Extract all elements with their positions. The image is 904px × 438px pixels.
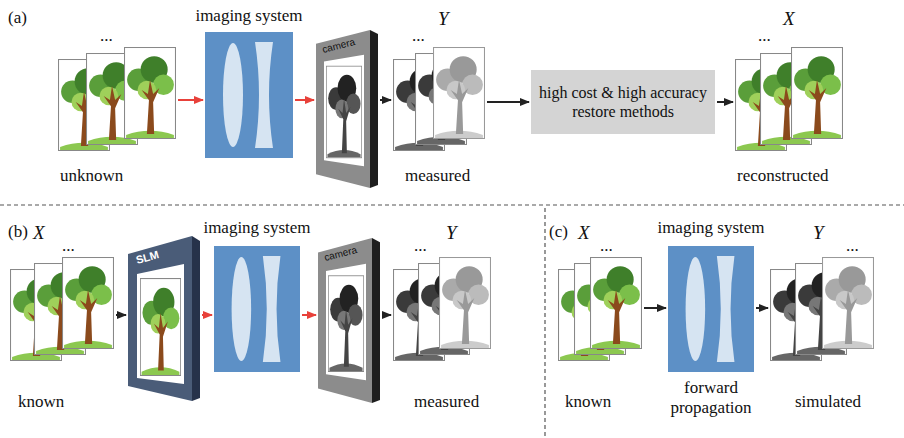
- image-stack: Ysimulated: [770, 255, 874, 363]
- imaging-system-box: imaging systemforward propagation: [668, 246, 754, 372]
- arrow-connector: [116, 314, 126, 316]
- panel-label: (a): [8, 8, 27, 28]
- caption: known: [18, 392, 64, 412]
- ellipsis-mark: ...: [600, 236, 613, 256]
- variable-label: X: [33, 222, 45, 245]
- image-stack: Xknown: [558, 255, 642, 363]
- arrow-connector: [644, 307, 666, 309]
- variable-label: X: [783, 8, 795, 31]
- divider: [544, 208, 545, 438]
- arrow-connector: [487, 101, 529, 103]
- variable-label: Y: [438, 8, 449, 31]
- divider: [0, 204, 904, 205]
- caption: forward propagation: [656, 378, 766, 419]
- arrow-connector: [382, 314, 391, 316]
- arrow-connector: [302, 314, 316, 316]
- caption: measured: [414, 392, 479, 412]
- ellipsis-mark: ...: [412, 26, 425, 46]
- ellipsis-mark: ...: [100, 26, 113, 46]
- arrow-connector: [178, 99, 203, 101]
- camera: camera: [318, 238, 380, 403]
- lens-symbol: [214, 246, 300, 372]
- caption: measured: [405, 166, 470, 186]
- panel-label: (c): [549, 222, 568, 242]
- lens-symbol: [668, 246, 754, 372]
- box-text: high cost & high accuracy restore method…: [535, 83, 711, 121]
- caption: imaging system: [657, 218, 764, 238]
- caption: simulated: [795, 392, 861, 412]
- caption: reconstructed: [737, 166, 829, 186]
- ellipsis-mark: ...: [62, 236, 75, 256]
- image-stack: unknown: [58, 45, 176, 153]
- imaging-system-box: imaging system: [214, 246, 300, 372]
- variable-label: X: [578, 222, 590, 245]
- image-stack: Xreconstructed: [735, 45, 843, 153]
- slm-panel: SLM: [128, 236, 200, 401]
- arrow-connector: [756, 307, 768, 309]
- caption: known: [565, 392, 611, 412]
- variable-label: Y: [446, 222, 457, 245]
- panel-label: (b): [8, 222, 28, 242]
- image-stack: Ymeasured: [393, 45, 485, 153]
- arrow-connector: [717, 101, 733, 103]
- arrow-connector: [202, 314, 212, 316]
- camera: camera: [316, 30, 378, 188]
- image-stack: Xknown: [10, 255, 114, 363]
- image-stack: Ymeasured: [393, 255, 491, 363]
- imaging-system-box: imaging system: [205, 32, 293, 158]
- arrow-connector: [295, 99, 314, 101]
- caption: imaging system: [195, 6, 302, 26]
- caption: unknown: [60, 166, 123, 186]
- lens-symbol: [205, 32, 293, 158]
- ellipsis-mark: ...: [846, 236, 859, 256]
- arrow-connector: [380, 99, 391, 101]
- process-box: high cost & high accuracy restore method…: [531, 70, 715, 134]
- ellipsis-mark: ...: [758, 26, 771, 46]
- caption: imaging system: [203, 218, 310, 238]
- variable-label: Y: [813, 222, 824, 245]
- ellipsis-mark: ...: [414, 236, 427, 256]
